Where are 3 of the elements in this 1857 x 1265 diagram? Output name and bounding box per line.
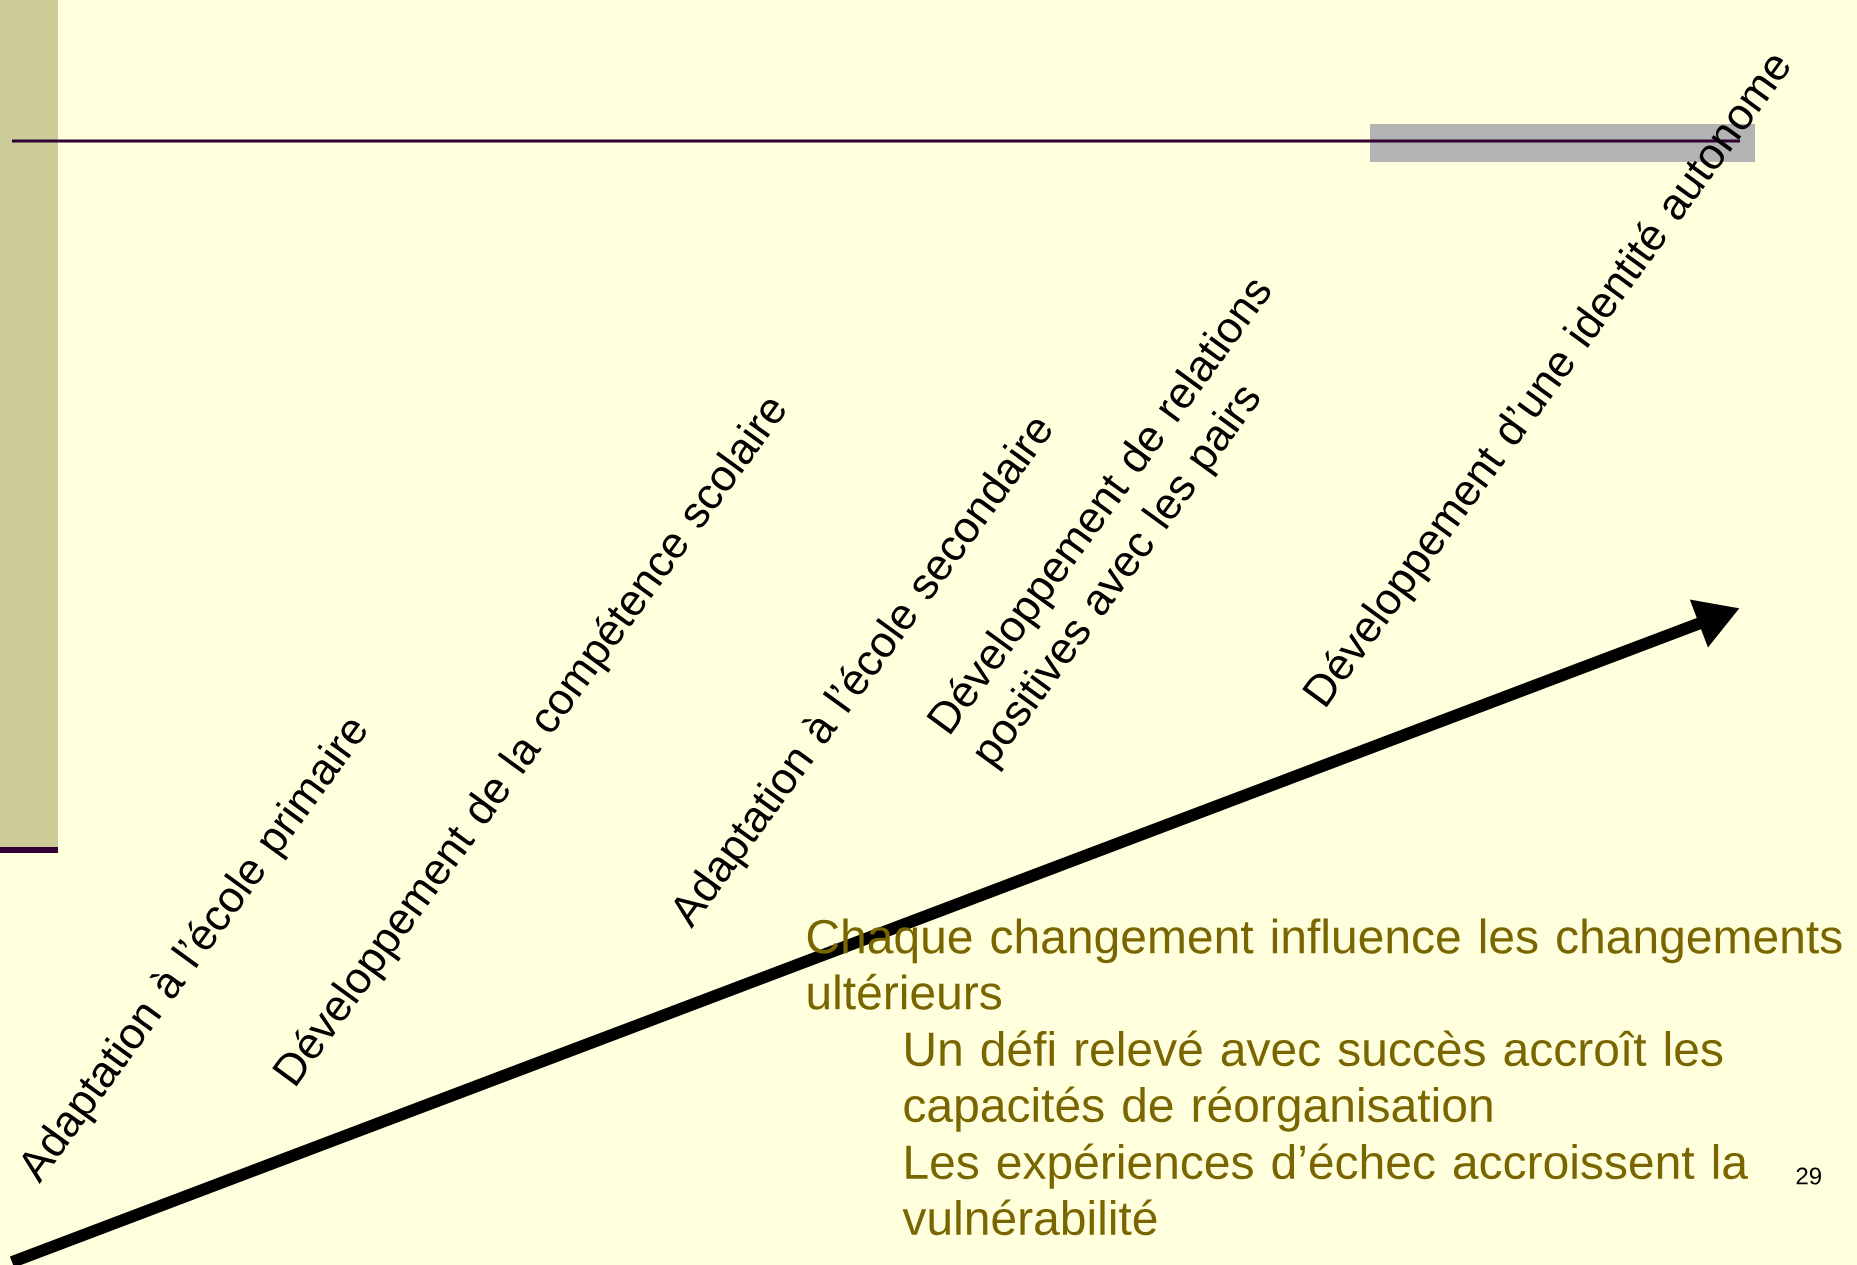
note-text: Les expériences d’échec accroissent la vulnérabilité [902,1143,1749,1236]
page-number: 29 [1796,1167,1821,1185]
note-text: Un défi relevé avec succès accroît les capacités de réorganisation [904,1030,1723,1132]
